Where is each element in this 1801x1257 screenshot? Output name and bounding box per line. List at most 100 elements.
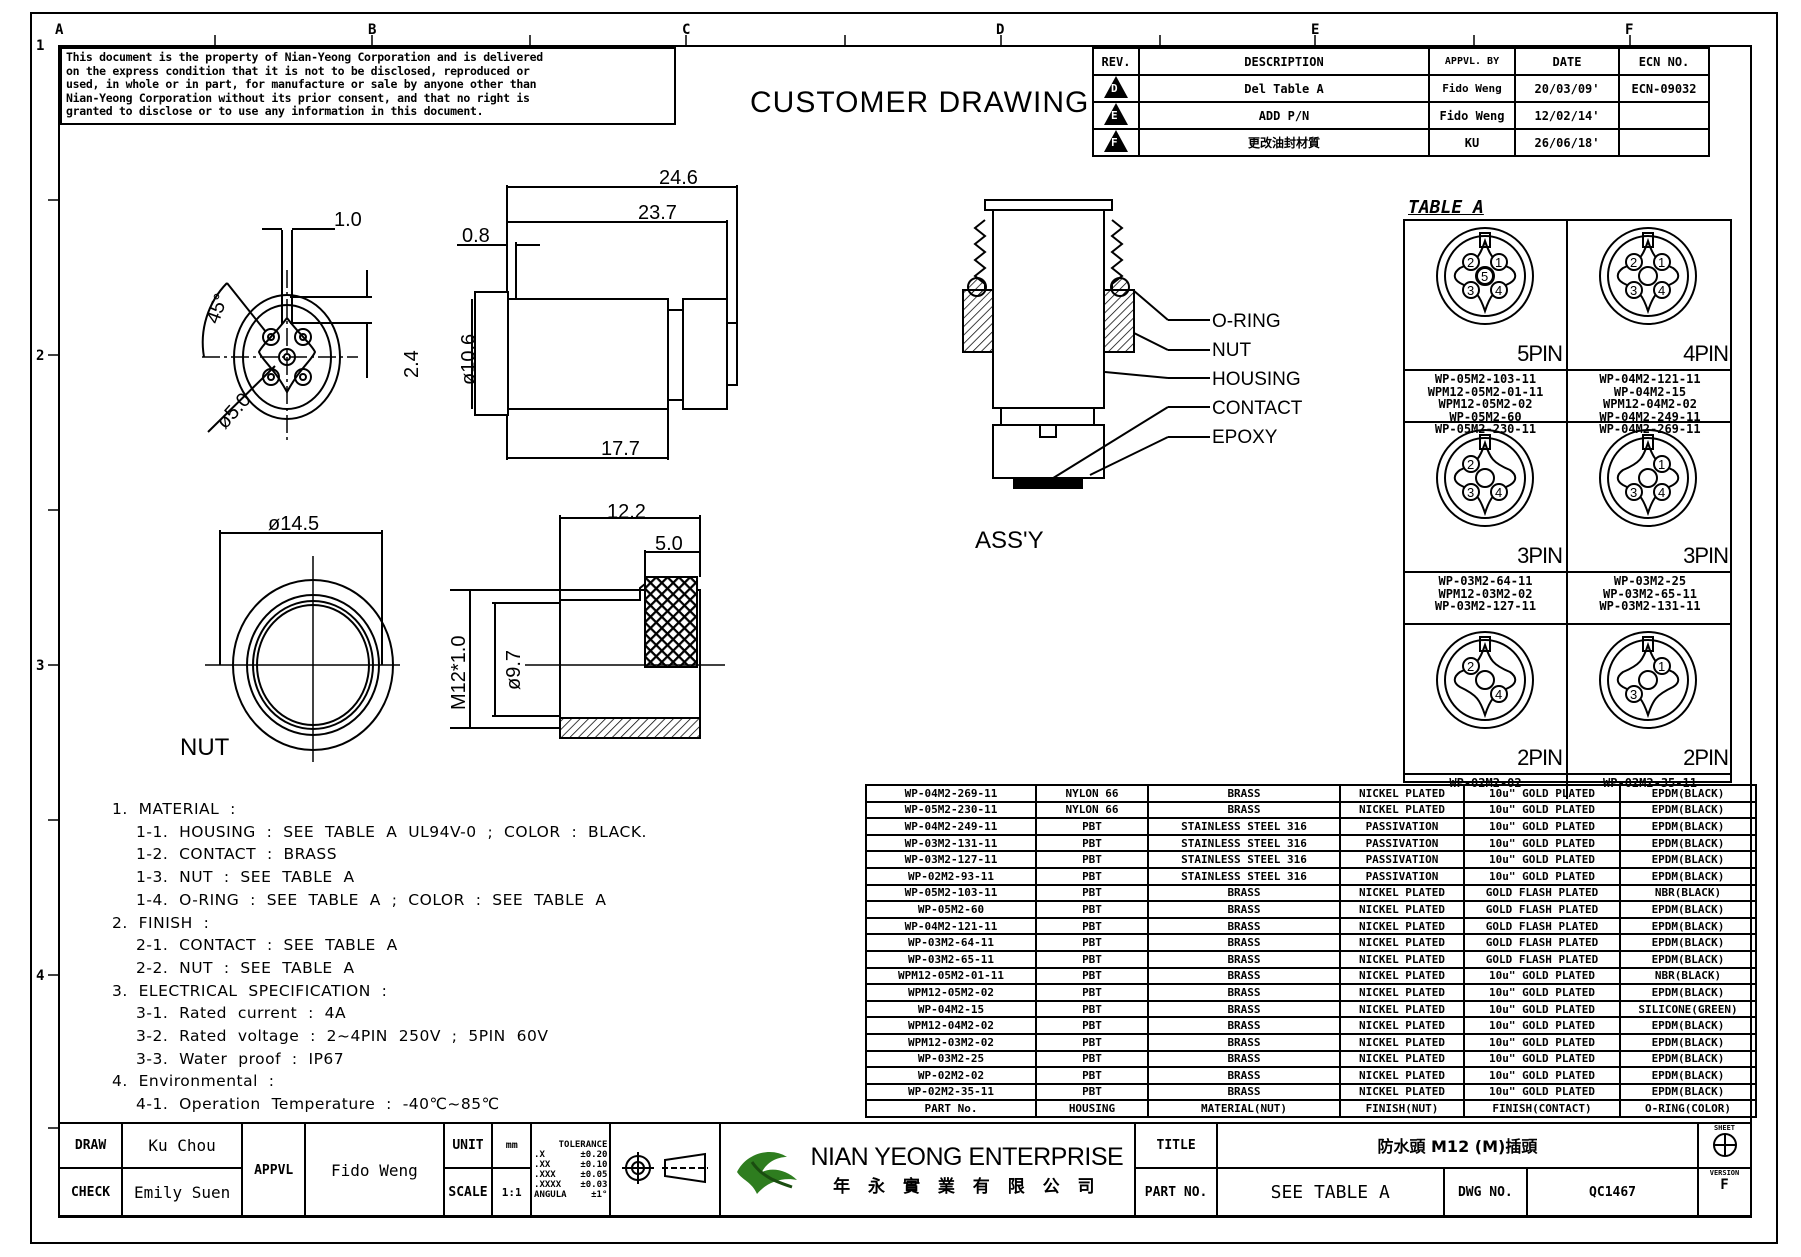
- pin-count-label: 3PIN: [1683, 543, 1729, 568]
- parts-table-cell: EPDM(BLACK): [1619, 1016, 1757, 1035]
- rev-date: 20/03/09': [1514, 74, 1620, 103]
- parts-table-cell: WPM12-03M2-02: [865, 1032, 1037, 1052]
- parts-table-cell: WPM12-05M2-02: [865, 983, 1037, 1002]
- pin-number: 5: [1481, 269, 1488, 284]
- parts-table-cell: PBT: [1035, 1032, 1149, 1052]
- part-number: WPM12-04M2-02: [1603, 397, 1697, 411]
- pin-number: 3: [1630, 485, 1637, 500]
- note-line: 1-2. CONTACT : BRASS: [136, 845, 338, 864]
- pin-number: 3: [1467, 485, 1474, 500]
- nut-side-view: [450, 515, 725, 739]
- parts-table-cell: PBT: [1035, 949, 1149, 969]
- parts-table-cell: NICKEL PLATED: [1339, 1082, 1465, 1102]
- parts-table-cell: WP-04M2-249-11: [865, 817, 1037, 836]
- parts-table-cell: NBR(BLACK): [1619, 966, 1757, 986]
- parts-table-cell: NICKEL PLATED: [1339, 983, 1465, 1002]
- parts-table-cell: NICKEL PLATED: [1339, 1016, 1465, 1035]
- rev-triangle-icon: F: [1092, 128, 1140, 157]
- parts-table-cell: WP-03M2-64-11: [865, 933, 1037, 952]
- parts-table-header: PART No.: [865, 1099, 1037, 1118]
- approval-value: Fido Weng: [304, 1122, 445, 1218]
- part-number: WP-03M2-25: [1613, 574, 1687, 588]
- tolerance-row: .XXXX±0.03: [534, 1180, 607, 1190]
- pin-count-label: 2PIN: [1517, 745, 1563, 770]
- tolerance-row: .X±0.20: [534, 1150, 607, 1160]
- projection-symbol-icon: [609, 1122, 722, 1218]
- dim-flange: 0.8: [462, 225, 490, 247]
- part-number: WPM12-03M2-02: [1438, 586, 1533, 601]
- rev-description: Del Table A: [1138, 74, 1430, 103]
- parts-table-cell: NICKEL PLATED: [1339, 883, 1465, 903]
- approval-label: APPVL: [241, 1122, 307, 1218]
- tolerance-value: ±0.05: [580, 1170, 608, 1180]
- tolerance-precision: ANGULA: [534, 1190, 567, 1200]
- pin-number: 4: [1658, 485, 1665, 500]
- rev-description: ADD P/N: [1138, 101, 1430, 130]
- parts-table-cell: PBT: [1035, 850, 1149, 869]
- parts-table-cell: WP-03M2-127-11: [865, 850, 1037, 869]
- parts-table-header: MATERIAL(NUT): [1147, 1099, 1341, 1118]
- parts-table-cell: WPM12-05M2-01-11: [865, 966, 1037, 986]
- part-number: WP-04M2-269-11: [1599, 422, 1701, 436]
- header-rev: REV.: [1092, 47, 1140, 76]
- zone-col-d: D: [996, 22, 1005, 38]
- parts-table-cell: 10u" GOLD PLATED: [1463, 800, 1621, 820]
- draw-value: Ku Chou: [121, 1122, 244, 1169]
- parts-table-cell: 10u" GOLD PLATED: [1463, 833, 1621, 853]
- zone-row-3: 3: [36, 658, 45, 674]
- revision-row: F 更改油封材質 KU 26/06/18': [1092, 128, 1710, 157]
- tolerance-value: ±0.20: [580, 1150, 608, 1160]
- pin-number: 1: [1658, 255, 1665, 270]
- pin-number: 3: [1630, 283, 1637, 298]
- parts-table-cell: EPDM(BLACK): [1619, 866, 1757, 886]
- notice-line: granted to disclose or to use any inform…: [66, 104, 484, 118]
- parts-table-cell: STAINLESS STEEL 316: [1147, 866, 1341, 886]
- rev-date: 12/02/14': [1514, 101, 1620, 130]
- scale-label: SCALE: [442, 1166, 494, 1219]
- parts-table-cell: EPDM(BLACK): [1619, 1066, 1757, 1085]
- assembly-view: [962, 199, 1210, 489]
- parts-table-cell: NBR(BLACK): [1619, 883, 1757, 903]
- note-line: 2-1. CONTACT : SEE TABLE A: [136, 936, 398, 955]
- parts-table-cell: EPDM(BLACK): [1619, 933, 1757, 952]
- dwg-no-value: QC1467: [1526, 1166, 1699, 1219]
- part-number: WP-04M2-121-11: [1599, 372, 1701, 386]
- version-label: VERSION: [1709, 1168, 1740, 1177]
- parts-table-header: O-RING(COLOR): [1619, 1099, 1757, 1118]
- parts-table-cell: 10u" GOLD PLATED: [1463, 817, 1621, 836]
- parts-table-cell: BRASS: [1147, 1066, 1341, 1085]
- parts-table-cell: BRASS: [1147, 966, 1341, 986]
- drawing-type-title: CUSTOMER DRAWING: [750, 86, 1090, 119]
- tolerance-block: TOLERANCE .X±0.20.XX±0.10.XXX±0.05.XXXX±…: [530, 1122, 612, 1218]
- parts-table-cell: PASSIVATION: [1339, 850, 1465, 869]
- callout-o-ring: O-RING: [1212, 311, 1281, 332]
- dim-bore: ø9.7: [503, 650, 525, 690]
- front-view: [201, 228, 372, 442]
- parts-table-cell: BRASS: [1147, 999, 1341, 1019]
- note-line: 1-1. HOUSING : SEE TABLE A UL94V-0 ; COL…: [136, 822, 647, 841]
- parts-table-cell: EPDM(BLACK): [1619, 784, 1757, 803]
- connector-face-diagram: 1 3 4 3PIN: [1568, 423, 1732, 573]
- notice-line: used, in whole or in part, for manufactu…: [66, 77, 537, 91]
- pin-count-label: 3PIN: [1517, 543, 1563, 568]
- company-name: NIAN YEONG ENTERPRISE: [810, 1143, 1124, 1171]
- pin-number: 1: [1658, 457, 1665, 472]
- parts-table-cell: EPDM(BLACK): [1619, 1082, 1757, 1102]
- parts-table-cell: BRASS: [1147, 800, 1341, 820]
- front-pin: [262, 328, 280, 346]
- pin-number: 3: [1467, 283, 1474, 298]
- part-number: WP-05M2-230-11: [1434, 422, 1537, 436]
- rev-approved-by: KU: [1428, 128, 1516, 157]
- confidentiality-notice: This document is the property of Nian-Ye…: [60, 47, 676, 125]
- sheet-label: SHEET: [1713, 1124, 1736, 1132]
- nut-front-view: [205, 530, 400, 762]
- tolerance-title: TOLERANCE: [558, 1140, 608, 1150]
- parts-table-cell: 10u" GOLD PLATED: [1463, 1016, 1621, 1035]
- tolerance-precision: .XXX: [534, 1170, 556, 1180]
- front-pin: [294, 328, 312, 346]
